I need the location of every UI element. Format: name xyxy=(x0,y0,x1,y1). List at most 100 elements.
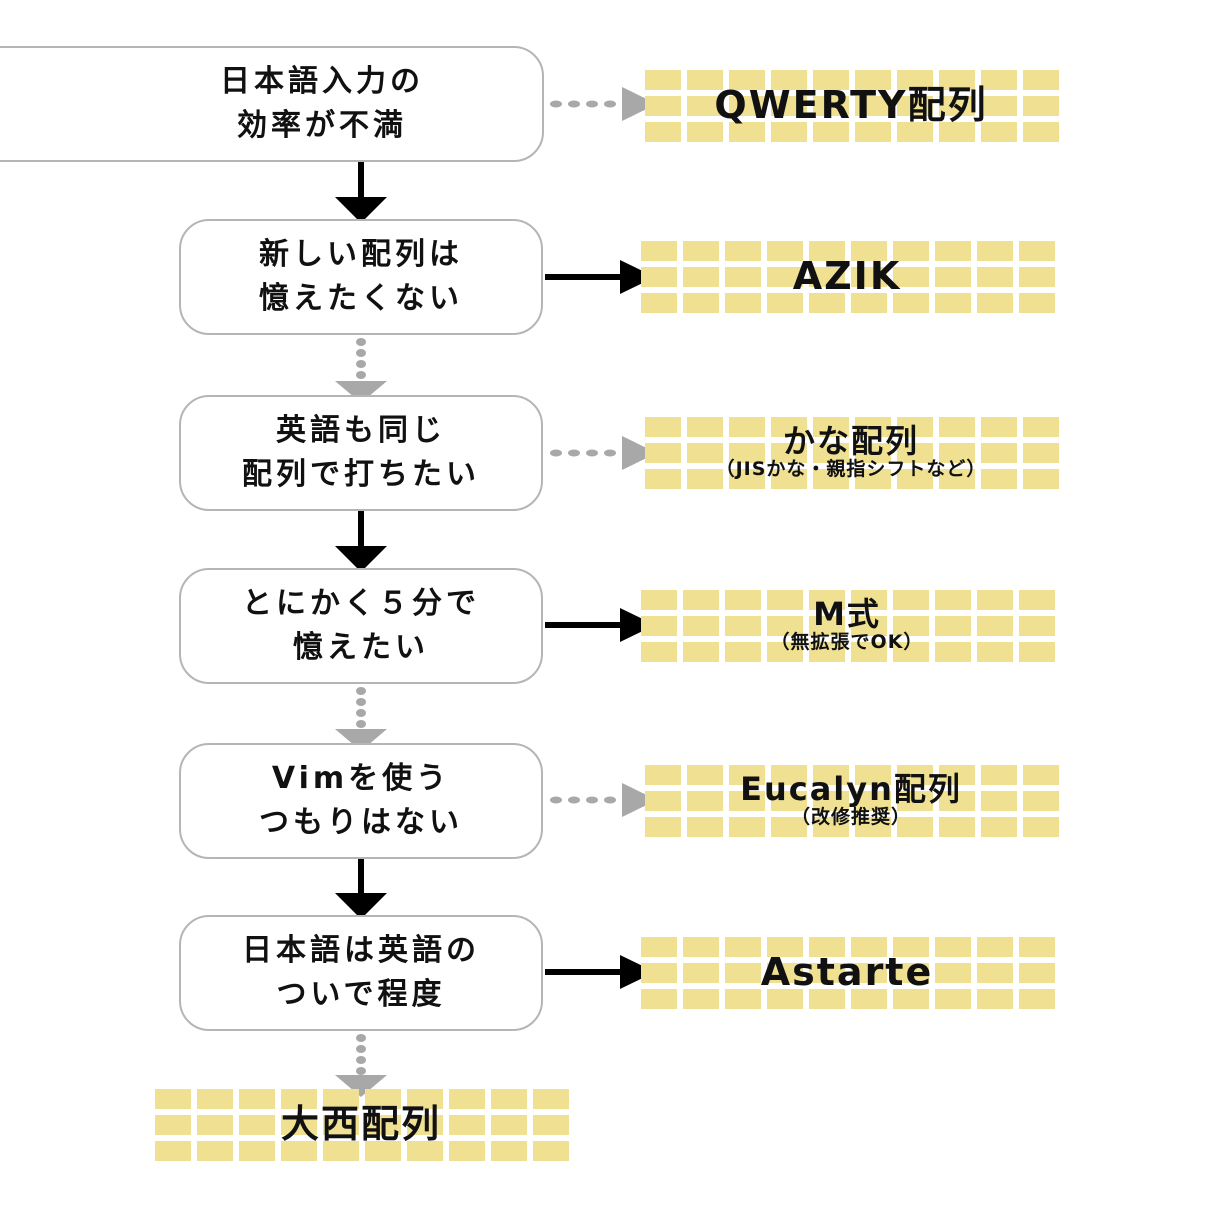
question-text: 日本語は英語の xyxy=(242,933,480,968)
key-cell xyxy=(1023,96,1059,116)
dotted-arrow-dot xyxy=(568,100,580,108)
question-box-4: とにかく５分で 憶えたい xyxy=(179,568,543,684)
key-cell xyxy=(725,963,761,983)
key-cell xyxy=(1023,765,1059,785)
dotted-arrow-dot xyxy=(568,449,580,457)
key-cell xyxy=(897,417,933,437)
key-cell xyxy=(641,937,677,957)
dotted-arrow-dot xyxy=(604,100,616,108)
dotted-arrow-dot xyxy=(356,338,366,346)
key-cell xyxy=(683,642,719,662)
key-cell xyxy=(645,817,681,837)
key-cell xyxy=(1019,241,1055,261)
key-cell xyxy=(645,791,681,811)
key-cell xyxy=(239,1141,275,1161)
result-onishi: 大西配列 xyxy=(155,1089,569,1161)
key-cell xyxy=(813,417,849,437)
key-cell xyxy=(767,616,803,636)
key-cell xyxy=(645,417,681,437)
arrow-head-icon xyxy=(620,608,655,642)
result-name: AZIK xyxy=(792,254,902,298)
key-cell xyxy=(897,443,933,463)
key-cell xyxy=(491,1141,527,1161)
arrow-head-icon xyxy=(335,197,387,223)
key-cell xyxy=(939,817,975,837)
key-cell xyxy=(687,122,723,142)
arrow-head-icon xyxy=(335,381,387,403)
key-cell xyxy=(729,791,765,811)
result-name: M式 xyxy=(813,595,881,633)
key-cell xyxy=(197,1089,233,1109)
question-text: とにかく５分で xyxy=(242,586,480,621)
key-cell xyxy=(239,1089,275,1109)
key-cell xyxy=(939,122,975,142)
dotted-arrow-dot xyxy=(586,796,598,804)
key-cell xyxy=(491,1089,527,1109)
key-cell xyxy=(977,293,1013,313)
key-cell xyxy=(407,1141,443,1161)
key-cell xyxy=(935,937,971,957)
question-box-1: 日本語入力の 効率が不満 xyxy=(0,46,544,162)
key-cell xyxy=(771,70,807,90)
key-cell xyxy=(855,122,891,142)
key-cell xyxy=(533,1089,569,1109)
key-cell xyxy=(281,1115,317,1135)
key-cell xyxy=(977,937,1013,957)
arrow-head-icon xyxy=(335,893,387,919)
key-cell xyxy=(645,96,681,116)
key-cell xyxy=(893,293,929,313)
result-name: 大西配列 xyxy=(280,1102,441,1146)
key-cell xyxy=(813,817,849,837)
key-cell xyxy=(813,791,849,811)
key-cell xyxy=(641,267,677,287)
key-cell xyxy=(893,937,929,957)
arrow-head-icon xyxy=(622,436,657,470)
key-cell xyxy=(851,590,887,610)
dotted-arrow-dot xyxy=(356,1034,366,1042)
key-cell xyxy=(981,765,1017,785)
key-cell xyxy=(813,469,849,489)
arrow-head-icon xyxy=(335,1075,387,1097)
key-cell xyxy=(683,267,719,287)
key-cell xyxy=(1019,963,1055,983)
key-cell xyxy=(155,1115,191,1135)
key-cell xyxy=(641,241,677,261)
key-grid xyxy=(641,937,1055,1009)
key-cell xyxy=(809,963,845,983)
solid-arrow-line xyxy=(545,274,625,280)
key-cell xyxy=(767,293,803,313)
question-text: つもりはない xyxy=(259,805,463,840)
key-cell xyxy=(687,817,723,837)
key-cell xyxy=(1019,937,1055,957)
key-cell xyxy=(683,590,719,610)
key-cell xyxy=(449,1089,485,1109)
key-cell xyxy=(893,642,929,662)
key-cell xyxy=(281,1141,317,1161)
key-cell xyxy=(365,1089,401,1109)
key-cell xyxy=(981,469,1017,489)
key-cell xyxy=(729,765,765,785)
key-cell xyxy=(683,293,719,313)
solid-arrow-line xyxy=(358,859,364,897)
result-name: QWERTY配列 xyxy=(714,83,988,127)
dotted-arrow-dot xyxy=(550,796,562,804)
key-cell xyxy=(897,469,933,489)
key-cell xyxy=(683,241,719,261)
dotted-arrow-dot xyxy=(356,360,366,368)
key-cell xyxy=(1023,791,1059,811)
question-text: Vimを使う xyxy=(271,761,451,796)
result-name: Astarte xyxy=(760,950,934,994)
key-cell xyxy=(981,791,1017,811)
key-cell xyxy=(939,469,975,489)
dotted-arrow-dot xyxy=(356,1067,366,1075)
key-cell xyxy=(855,70,891,90)
question-text: 英語も同じ xyxy=(276,413,446,448)
key-cell xyxy=(771,122,807,142)
key-cell xyxy=(771,765,807,785)
key-cell xyxy=(645,122,681,142)
question-text: 効率が不満 xyxy=(237,108,407,143)
key-cell xyxy=(935,293,971,313)
key-cell xyxy=(687,791,723,811)
key-cell xyxy=(809,241,845,261)
question-text: 日本語入力の xyxy=(220,64,424,99)
